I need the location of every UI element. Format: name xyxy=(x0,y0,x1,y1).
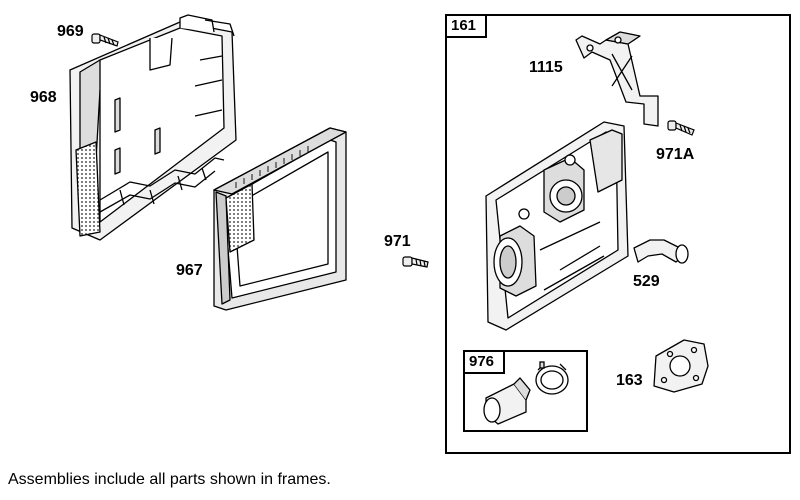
kit-frame-976 xyxy=(463,350,588,432)
bracket-1115 xyxy=(575,31,659,127)
screw-971 xyxy=(402,256,429,268)
carburetor-body xyxy=(485,121,629,331)
part-label-967: 967 xyxy=(176,262,203,279)
kit-frame-161-tag: 161 xyxy=(445,14,487,38)
primer-bulb xyxy=(483,377,531,425)
part-label-163: 163 xyxy=(616,372,643,389)
elbow-529 xyxy=(633,239,689,264)
part-label-971: 971 xyxy=(384,233,411,250)
footnote-caption: Assemblies include all parts shown in fr… xyxy=(8,471,331,488)
air-cleaner-base-968 xyxy=(69,14,237,241)
part-label-969: 969 xyxy=(57,23,84,40)
part-label-968: 968 xyxy=(30,89,57,106)
screw-969 xyxy=(91,33,119,47)
retainer-ring xyxy=(535,361,569,395)
kit-frame-976-tag: 976 xyxy=(463,350,505,374)
screw-971a xyxy=(667,120,695,136)
part-label-1115: 1115 xyxy=(529,59,563,76)
part-label-971a: 971A xyxy=(656,146,695,163)
kit-frame-161 xyxy=(445,14,791,454)
gasket-163 xyxy=(653,339,709,393)
air-filter-967 xyxy=(213,127,347,311)
part-label-529: 529 xyxy=(633,273,660,290)
